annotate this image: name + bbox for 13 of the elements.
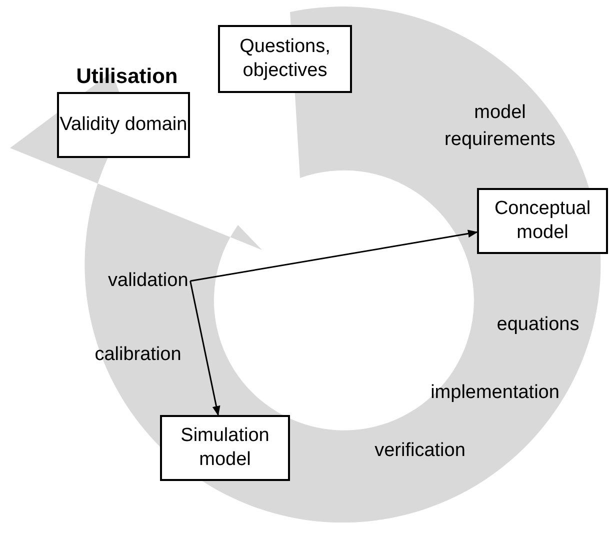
text-box: Validity domain [57,92,190,158]
annotation-text: implementation [430,381,560,405]
node-label: validation [108,270,188,292]
arrow [190,280,220,416]
annotation-text: calibration [94,343,182,367]
text-box: Questions, objectives [218,25,352,93]
text-box: Conceptual model [477,188,608,254]
arrow [190,230,478,282]
section-heading: Utilisation [75,64,179,90]
annotation-text: verification [374,439,466,463]
annotation-text: equations [496,313,580,337]
text-box: Simulation model [160,415,290,481]
annotation-text: model requirements [444,101,556,152]
